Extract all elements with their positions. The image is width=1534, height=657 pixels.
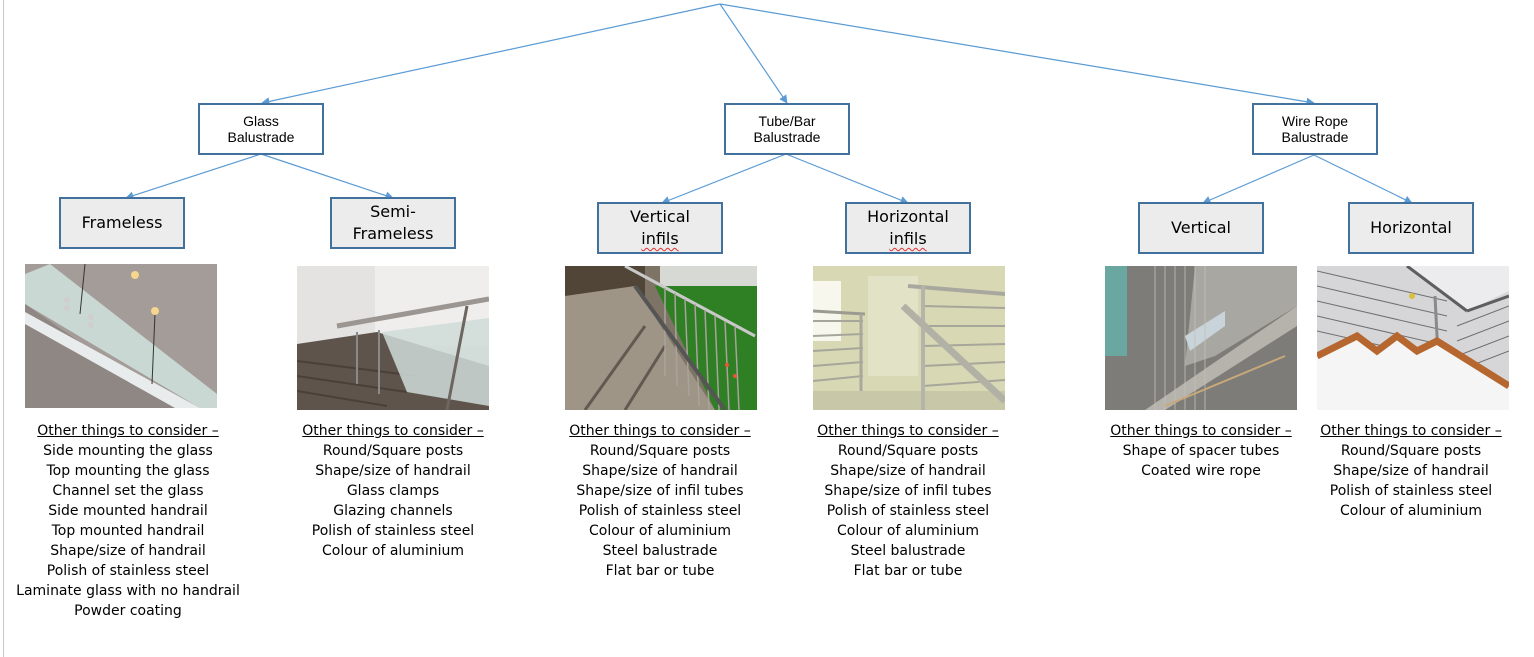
notes-item: Colour of aluminium (322, 543, 464, 559)
notes-item: Polish of stainless steel (578, 503, 742, 519)
node-label: Frameless (81, 213, 163, 232)
notes-item: Colour of aluminium (1340, 503, 1482, 519)
photo-semi-frameless-glass (297, 266, 489, 410)
node-label: Vertical (1171, 218, 1231, 237)
photo-frameless-glass (25, 264, 217, 408)
notes-heading: Other things to consider – (302, 423, 484, 439)
notes-heading: Other things to consider – (1320, 423, 1502, 439)
notes-item: Colour of aluminium (837, 523, 979, 539)
notes-item: Shape/size of handrail (315, 463, 471, 479)
notes-item: Polish of stainless steel (826, 503, 990, 519)
node-label: Semi- (370, 202, 416, 221)
notes-semi-frameless: Other things to consider – Round/Square … (278, 421, 508, 561)
node-horizontal-infils: Horizontal infils (845, 202, 971, 254)
notes-heading: Other things to consider – (1110, 423, 1292, 439)
node-label: Frameless (352, 224, 434, 243)
node-frameless: Frameless (59, 197, 185, 249)
notes-item: Round/Square posts (589, 443, 731, 459)
notes-item: Polish of stainless steel (46, 563, 210, 579)
notes-item: Top mounting the glass (46, 463, 210, 479)
connector-tube-horizontal (785, 153, 909, 205)
node-label: infils (641, 229, 679, 248)
connector-wire-vertical (1202, 154, 1315, 204)
notes-vertical-infils: Other things to consider – Round/Square … (545, 421, 775, 581)
node-label: Vertical (630, 207, 690, 226)
node-vertical-infils: Vertical infils (597, 202, 723, 254)
notes-wire-vertical: Other things to consider – Shape of spac… (1086, 421, 1316, 481)
node-label: Horizontal (1370, 218, 1452, 237)
notes-heading: Other things to consider – (37, 423, 219, 439)
notes-item: Coated wire rope (1141, 463, 1261, 479)
connector-root-wire (719, 3, 1315, 106)
node-label: infils (889, 229, 927, 248)
notes-item: Powder coating (74, 603, 182, 619)
node-wire-horizontal: Horizontal (1348, 202, 1474, 254)
notes-item: Shape of spacer tubes (1122, 443, 1280, 459)
node-semi-frameless: Semi- Frameless (330, 197, 456, 249)
notes-item: Round/Square posts (1340, 443, 1482, 459)
photo-horizontal-infils (813, 266, 1005, 410)
node-label: Wire Rope (1281, 113, 1349, 129)
notes-item: Shape/size of handrail (582, 463, 738, 479)
notes-item: Polish of stainless steel (311, 523, 475, 539)
notes-item: Flat bar or tube (605, 563, 715, 579)
notes-heading: Other things to consider – (817, 423, 999, 439)
photo-wire-rope-vertical (1105, 266, 1297, 410)
node-label: Glass (243, 113, 279, 129)
photo-vertical-infils (565, 266, 757, 410)
connector-root-tube (719, 3, 788, 104)
notes-item: Steel balustrade (602, 543, 718, 559)
notes-item: Glass clamps (346, 483, 440, 499)
node-wire-vertical: Vertical (1138, 202, 1264, 254)
page-left-border (3, 0, 4, 657)
notes-item: Top mounted handrail (51, 523, 205, 539)
notes-item: Colour of aluminium (589, 523, 731, 539)
connector-glass-semiframeless (260, 153, 394, 200)
connector-wire-horizontal (1313, 154, 1413, 204)
node-label: Horizontal (867, 207, 949, 226)
node-label: Balustrade (227, 129, 295, 145)
notes-item: Shape/size of handrail (1333, 463, 1489, 479)
connector-tube-vertical (661, 153, 787, 205)
notes-item: Round/Square posts (837, 443, 979, 459)
notes-item: Shape/size of handrail (50, 543, 206, 559)
notes-frameless: Other things to consider – Side mounting… (13, 421, 243, 621)
notes-item: Polish of stainless steel (1329, 483, 1493, 499)
notes-item: Steel balustrade (850, 543, 966, 559)
node-label: Balustrade (1281, 129, 1349, 145)
notes-item: Shape/size of handrail (830, 463, 986, 479)
notes-item: Glazing channels (333, 503, 453, 519)
notes-item: Shape/size of infil tubes (824, 483, 992, 499)
connector-glass-frameless (125, 153, 262, 200)
notes-wire-horizontal: Other things to consider – Round/Square … (1296, 421, 1526, 521)
notes-item: Laminate glass with no handrail (16, 583, 240, 599)
photo-wire-rope-horizontal (1317, 266, 1509, 410)
notes-item: Shape/size of infil tubes (576, 483, 744, 499)
notes-item: Flat bar or tube (853, 563, 963, 579)
notes-heading: Other things to consider – (569, 423, 751, 439)
notes-item: Channel set the glass (52, 483, 204, 499)
connector-root-glass (261, 3, 721, 106)
notes-item: Side mounting the glass (43, 443, 213, 459)
notes-horizontal-infils: Other things to consider – Round/Square … (793, 421, 1023, 581)
node-label: Balustrade (753, 129, 821, 145)
notes-item: Side mounted handrail (48, 503, 208, 519)
notes-item: Round/Square posts (322, 443, 464, 459)
node-label: Tube/Bar (758, 113, 816, 129)
